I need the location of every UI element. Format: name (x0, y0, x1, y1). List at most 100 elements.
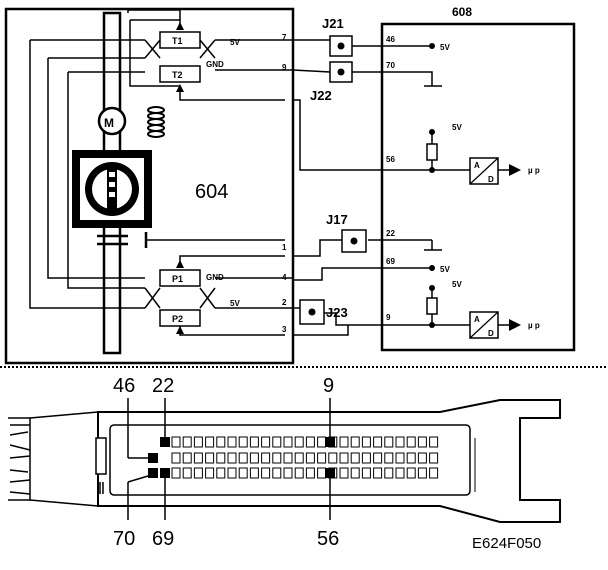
p-5v-label: 5V (230, 299, 240, 308)
conn-label-69: 69 (152, 528, 174, 550)
connector-pin (361, 467, 371, 479)
connector-pin (216, 436, 226, 448)
connector-pin (361, 436, 371, 448)
pin-1: 1 (282, 243, 287, 252)
conn-label-56: 56 (317, 528, 339, 550)
sensor-t1-label: T1 (172, 36, 183, 46)
connector-pin (216, 452, 226, 464)
connector-pin (384, 467, 394, 479)
connector-pin (261, 452, 271, 464)
figure-code: E624F050 (472, 535, 541, 552)
throttle-body-604: 604 M (4, 7, 295, 365)
connector-pin (283, 436, 293, 448)
pin-69-highlight (160, 468, 170, 478)
connector-pin (429, 467, 439, 479)
ecu-pin-9: 9 (386, 313, 391, 322)
module-label-608: 608 (452, 5, 472, 19)
adc-2-a: A (474, 315, 480, 324)
adc-1-a: A (474, 161, 480, 170)
connector-pin (373, 467, 383, 479)
pin-2: 2 (282, 298, 287, 307)
adc-1: A D µ p (469, 157, 540, 185)
connector-pin (205, 467, 215, 479)
connector-pin (417, 467, 427, 479)
ecu-pin-46: 46 (386, 35, 395, 44)
connector-pin (317, 436, 327, 448)
connector-pin (294, 467, 304, 479)
pin-9-604: 9 (282, 63, 287, 72)
ecu-pin-22: 22 (386, 229, 395, 238)
junction-j21-label: J21 (322, 16, 344, 31)
connector-pin (305, 436, 315, 448)
connector-pin (417, 452, 427, 464)
motor-label: M (104, 116, 114, 130)
adc-2-d: D (488, 329, 494, 338)
connector-pin (249, 436, 259, 448)
connector-pin (429, 436, 439, 448)
junction-j23-label: J23 (326, 305, 348, 320)
ecu-5v-46: 5V (440, 43, 450, 52)
connector-pin (272, 436, 282, 448)
connector-pin (272, 452, 282, 464)
ecu-5v-a: 5V (452, 123, 462, 132)
pin-46-highlight (148, 453, 158, 463)
return-spring-icon (147, 106, 165, 138)
adc-1-d: D (488, 175, 494, 184)
connector-pin (182, 452, 192, 464)
connector-pin (339, 467, 349, 479)
connector-pin (182, 436, 192, 448)
adc-2: A D µ p (469, 311, 540, 339)
ecu-pin-56: 56 (386, 155, 395, 164)
wire-bundle-icon (8, 411, 99, 507)
connector-pin (283, 452, 293, 464)
connector-pin (171, 467, 181, 479)
connector-pin (350, 452, 360, 464)
pullup-resistor-2 (426, 297, 438, 315)
connector-pin (261, 436, 271, 448)
connector-pin (317, 452, 327, 464)
ecu-connector-drawing: 46 22 9 70 69 56 (8, 375, 561, 550)
motor-icon (97, 106, 127, 136)
ecu-pin-69: 69 (386, 257, 395, 266)
sensor-t1: T1 (159, 22, 201, 49)
sensor-t2-label: T2 (172, 70, 183, 80)
sensor-t2: T2 (159, 65, 201, 92)
junction-j22-label: J22 (310, 88, 332, 103)
connector-pin (384, 452, 394, 464)
connector-pin (216, 467, 226, 479)
connector-pin (283, 467, 293, 479)
pin-70-highlight (148, 468, 158, 478)
connector-pin (193, 452, 203, 464)
ecu-608: 608 A D µ (380, 5, 576, 352)
connector-pin (350, 436, 360, 448)
connector-pin (205, 452, 215, 464)
throttle-valve-icon (72, 150, 152, 228)
adc-1-out: µ p (528, 166, 540, 175)
p-gnd-label: GND (206, 273, 224, 282)
connector-pin (305, 467, 315, 479)
connector-pin (249, 452, 259, 464)
connector-pin (395, 436, 405, 448)
connector-pin (171, 436, 181, 448)
connector-pin (406, 436, 416, 448)
junction-j17: J17 (326, 212, 367, 253)
connector-pin (294, 452, 304, 464)
connector-pin (395, 452, 405, 464)
sensor-p2-label: P2 (172, 314, 183, 324)
connector-pin (429, 452, 439, 464)
connector-pin (193, 436, 203, 448)
connector-pin (384, 436, 394, 448)
junction-j23: J23 (299, 299, 348, 325)
ecu-5v-b: 5V (452, 280, 462, 289)
connector-pin (227, 452, 237, 464)
connector-pin (249, 467, 259, 479)
connector-pin (294, 436, 304, 448)
ecu-pin-70: 70 (386, 61, 395, 70)
sensor-p1-label: P1 (172, 274, 183, 284)
connector-pin (317, 467, 327, 479)
pin-22-highlight (160, 437, 170, 447)
junction-j21: J21 (322, 16, 353, 57)
coupling-icon (97, 232, 285, 248)
sensor-p2: P2 (159, 309, 201, 334)
connector-pin (193, 467, 203, 479)
